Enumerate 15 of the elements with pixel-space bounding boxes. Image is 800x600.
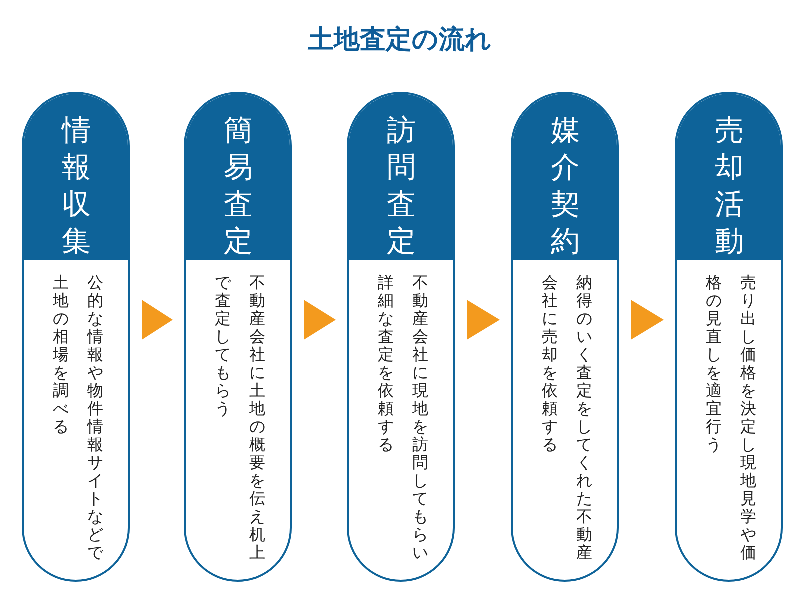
step-heading: 訪問査定 <box>386 112 417 260</box>
step-heading: 売却活動 <box>714 112 745 260</box>
step-description: 不動産会社に現地を訪問してもらい詳細な査定を依頼する <box>377 274 429 562</box>
arrow <box>304 300 336 340</box>
arrow <box>631 300 664 340</box>
arrow <box>142 300 173 340</box>
step-heading: 媒介契約 <box>550 112 581 260</box>
step-heading: 情報収集 <box>61 112 92 260</box>
step-description: 不動産会社に土地の概要を伝え机上で査定してもらう <box>214 274 266 562</box>
title: 土地査定の流れ <box>307 24 493 57</box>
step-description: 納得のいく査定をしてくれた不動産会社に売却を依頼する <box>541 274 593 562</box>
step-heading: 簡易査定 <box>223 112 254 260</box>
step-description: 公的な情報や物件情報サイトなどで土地の相場を調べる <box>52 274 104 562</box>
arrow <box>467 300 500 340</box>
step-description: 売り出し価格を決定し現地見学や価格の見直しを適宜行う <box>705 274 757 562</box>
